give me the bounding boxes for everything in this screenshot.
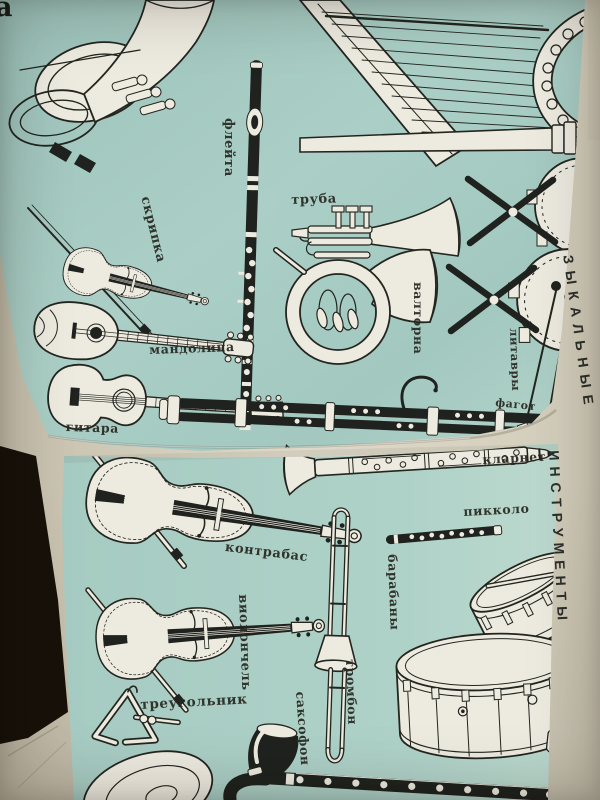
- fold-highlight: [47, 435, 471, 449]
- fold-inner-shadow: [64, 444, 558, 463]
- label-guitar: гитара: [65, 419, 120, 436]
- paper-crease-line: [17, 741, 67, 789]
- label-mandolin: мандолина: [149, 339, 235, 357]
- trombone-illustration: [314, 507, 358, 764]
- mandolin-illustration: [33, 301, 255, 365]
- baritone-horn-illustration: [8, 0, 216, 173]
- paper-crease-line: [7, 725, 59, 757]
- triangle-illustration: [91, 685, 181, 747]
- label-trumpet: труба: [291, 191, 338, 208]
- trumpet-illustration: [291, 196, 461, 259]
- label-trombone: тромбон: [343, 659, 361, 726]
- label-drums: барабаны: [385, 554, 403, 631]
- label-french-horn: валторна: [411, 282, 426, 355]
- harp-illustration: [298, 0, 585, 168]
- cello-illustration: [85, 584, 329, 713]
- double-bass-illustration: [79, 449, 369, 580]
- sousaphone-bell-illustration: [82, 750, 214, 800]
- corner-partial-letter: а: [0, 0, 13, 23]
- dark-table-background: [0, 446, 68, 744]
- bassoon-illustration: [158, 375, 561, 439]
- piccolo-illustration: [385, 525, 503, 545]
- fold-shadow: [47, 409, 557, 449]
- page-edge-strip: [588, 0, 600, 140]
- label-flute: флейта: [221, 118, 236, 177]
- label-timpani: литавры: [507, 328, 524, 392]
- french-horn-illustration: [273, 247, 439, 365]
- clarinet-illustration: [282, 444, 556, 496]
